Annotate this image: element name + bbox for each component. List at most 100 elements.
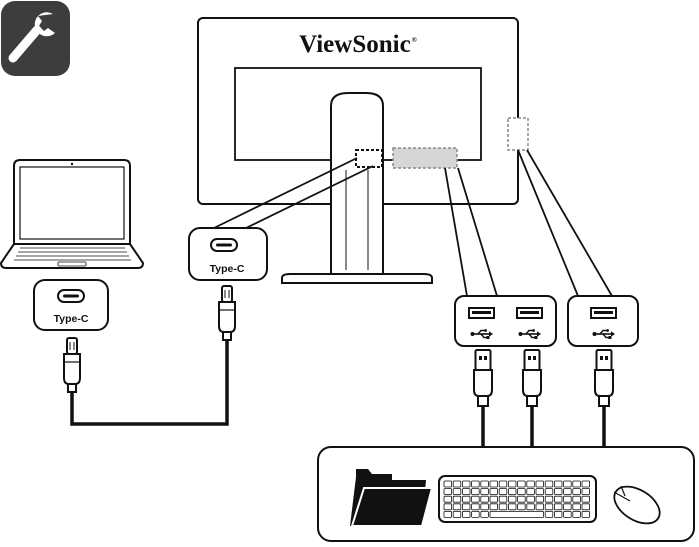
keyboard-key <box>480 488 489 496</box>
keyboard-key <box>471 510 480 518</box>
keyboard-key <box>443 480 452 488</box>
keyboard-key <box>498 480 508 488</box>
keyboard-key <box>535 480 544 488</box>
wrench-icon <box>8 12 55 63</box>
keyboard-key <box>443 488 452 496</box>
keyboard-key <box>581 480 590 488</box>
keyboard-key <box>544 480 554 488</box>
keyboard-key <box>480 480 489 488</box>
usb-a-plug <box>522 349 542 407</box>
keyboard-key <box>471 488 480 496</box>
keyboard-key <box>581 495 590 503</box>
usb-a-plug <box>473 349 493 407</box>
keyboard-key <box>480 495 489 503</box>
monitor-base <box>281 273 433 284</box>
keyboard-key <box>535 495 544 503</box>
usb-hub-callout-lines <box>444 149 613 297</box>
usb-a-plug <box>594 349 614 407</box>
usb-c-plug-monitor <box>218 285 236 341</box>
keyboard-key <box>572 480 581 488</box>
keyboard-key <box>498 503 508 511</box>
wrench-badge <box>1 1 70 76</box>
keyboard-key <box>544 495 554 503</box>
keyboard-key <box>471 480 480 488</box>
keyboard-key <box>480 510 489 518</box>
keyboard-key <box>507 488 517 496</box>
keyboard-key <box>471 495 480 503</box>
keyboard-key <box>544 503 554 511</box>
monitor-type-c-port: Type-C <box>188 157 374 281</box>
keyboard-key <box>563 495 572 503</box>
keyboard-key <box>489 488 498 496</box>
keyboard-key <box>489 503 498 511</box>
keyboard-key <box>507 503 517 511</box>
monitor-brand: ViewSonic® <box>299 31 418 58</box>
keyboard-key <box>480 503 489 511</box>
keyboard-key <box>507 480 517 488</box>
keyboard-key <box>544 510 554 518</box>
keyboard-key <box>461 495 471 503</box>
keyboard-key <box>581 510 590 518</box>
keyboard-key <box>526 480 535 488</box>
keyboard-key <box>517 503 526 511</box>
usb-c-plug-laptop <box>63 337 81 393</box>
laptop-port-label: Type-C <box>54 313 89 325</box>
keyboard-key <box>581 503 590 511</box>
keyboard-key <box>452 495 462 503</box>
keyboard-key <box>544 488 554 496</box>
mouse-icon <box>613 485 661 525</box>
monitor-stand <box>330 92 384 276</box>
keyboard-key <box>554 495 563 503</box>
keyboard-key <box>517 495 526 503</box>
keyboard-key <box>572 503 581 511</box>
keyboard-key <box>526 495 535 503</box>
monitor: ViewSonic® <box>197 17 529 284</box>
keyboard-key <box>461 480 471 488</box>
keyboard-key <box>581 488 590 496</box>
keyboard-key <box>507 495 517 503</box>
keyboard-key <box>554 503 563 511</box>
keyboard-key <box>517 480 526 488</box>
peripherals-box <box>317 446 695 542</box>
keyboard-key <box>452 503 462 511</box>
keyboard-key <box>535 488 544 496</box>
keyboard-key <box>489 480 498 488</box>
laptop <box>0 159 145 269</box>
keyboard-key <box>526 488 535 496</box>
keyboard-key <box>461 503 471 511</box>
keyboard-key <box>563 503 572 511</box>
keyboard-key <box>554 510 563 518</box>
folder-icon <box>350 469 434 527</box>
keyboard-key <box>443 510 452 518</box>
keyboard-key <box>443 495 452 503</box>
keyboard-key <box>572 495 581 503</box>
keyboard-key <box>554 480 563 488</box>
keyboard-key <box>563 488 572 496</box>
usb-a-cables <box>473 349 614 448</box>
side-usb-port-area <box>507 117 529 151</box>
usb-a-hub-ports <box>454 295 557 347</box>
keyboard-key <box>526 503 535 511</box>
keyboard-key <box>572 510 581 518</box>
keyboard-key <box>443 503 452 511</box>
keyboard-key <box>498 488 508 496</box>
monitor-port-label: Type-C <box>210 263 245 275</box>
keyboard-key <box>498 495 508 503</box>
usb-hub-ports-area <box>392 147 458 169</box>
keyboard-icon <box>438 475 597 523</box>
usb-c-cable <box>63 285 236 426</box>
keyboard-key <box>489 495 498 503</box>
keyboard-key <box>572 488 581 496</box>
keyboard-key <box>452 510 462 518</box>
keyboard-key <box>517 488 526 496</box>
usb-a-side-port <box>567 295 639 347</box>
laptop-type-c-port: Type-C <box>33 279 109 331</box>
keyboard-key <box>461 488 471 496</box>
keyboard-key <box>471 503 480 511</box>
keyboard-key <box>535 503 544 511</box>
keyboard-key <box>452 488 462 496</box>
keyboard-key <box>563 480 572 488</box>
keyboard-key <box>554 488 563 496</box>
keyboard-spacebar <box>489 510 544 518</box>
